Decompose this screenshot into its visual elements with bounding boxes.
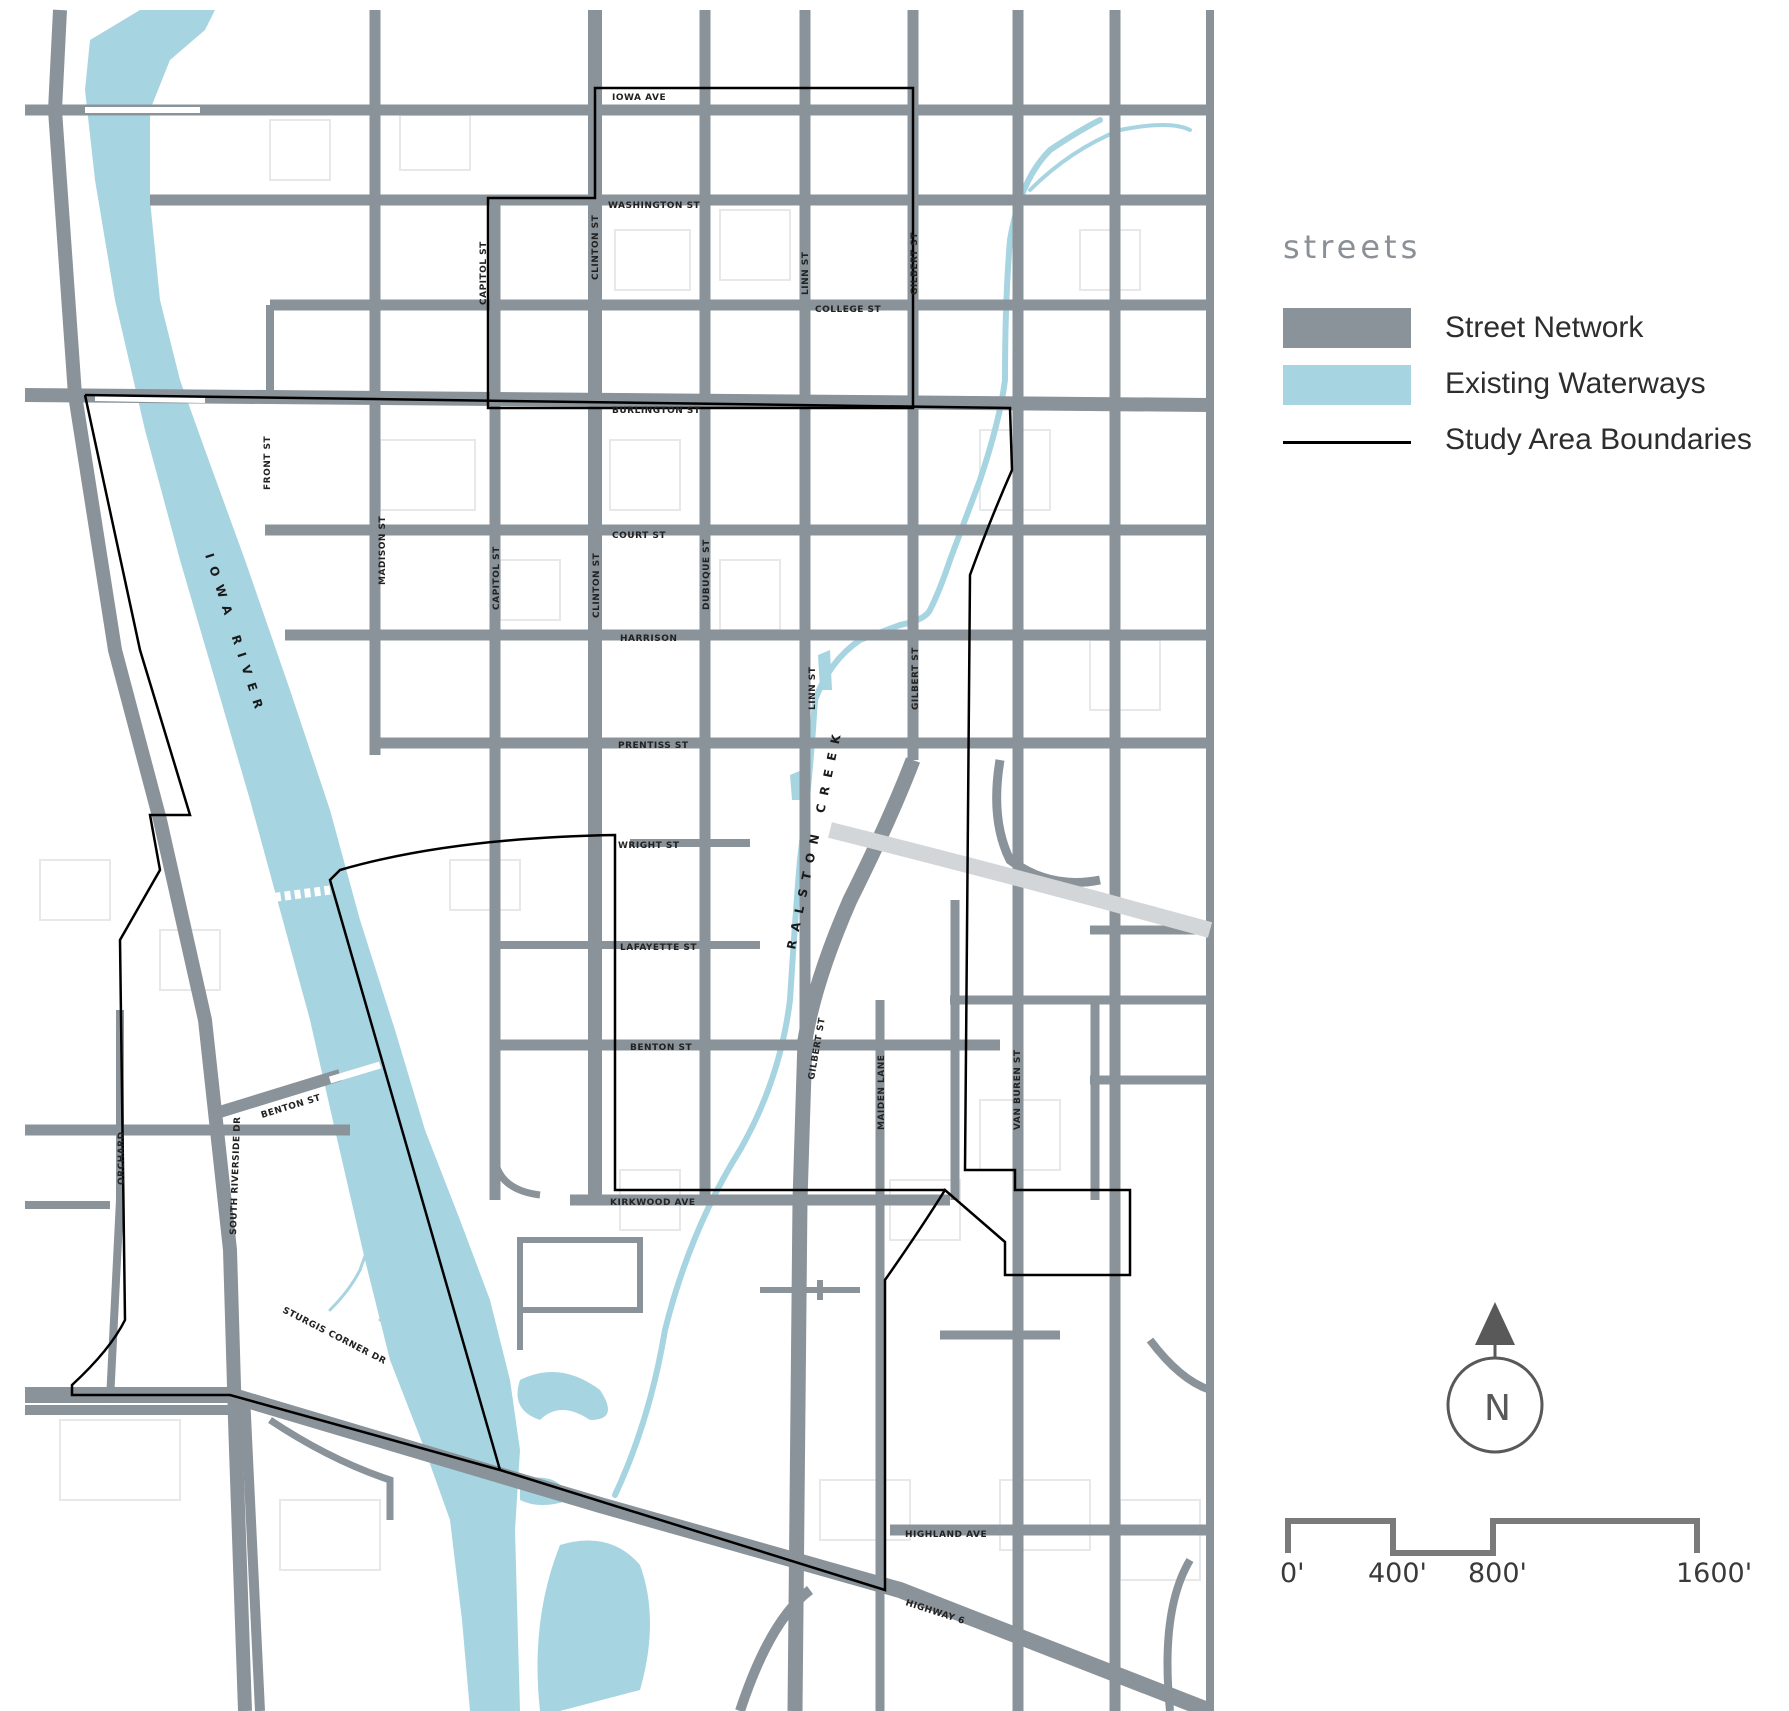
label-dubuque: DUBUQUE ST xyxy=(702,539,712,610)
label-kirkwood: KIRKWOOD AVE xyxy=(610,1198,696,1208)
scale-label-0: 0' xyxy=(1280,1558,1305,1589)
sturgis-channel xyxy=(378,1318,432,1362)
label-burlington: BURLINGTON ST xyxy=(612,406,701,416)
label-linn-s: LINN ST xyxy=(808,666,818,710)
label-south-riverside: SOUTH RIVERSIDE DR xyxy=(229,1116,243,1235)
bridges xyxy=(85,107,382,1084)
label-madison: MADISON ST xyxy=(378,515,388,585)
legend-label-waterways: Existing Waterways xyxy=(1445,367,1706,400)
label-maiden-lane: MAIDEN LANE xyxy=(877,1055,887,1130)
label-iowa-ave: IOWA AVE xyxy=(612,93,666,103)
iowa-river xyxy=(85,10,520,1711)
ralston-creek xyxy=(612,117,1103,1498)
label-capitol-s: CAPITOL ST xyxy=(492,546,502,610)
scale-label-400: 400' xyxy=(1368,1558,1427,1589)
scale-bar xyxy=(1285,1518,1700,1556)
label-wright: WRIGHT ST xyxy=(618,841,680,851)
label-court: COURT ST xyxy=(612,531,666,541)
label-van-buren: VAN BUREN ST xyxy=(1013,1049,1023,1130)
label-highland: HIGHLAND AVE xyxy=(905,1530,987,1540)
boundary-north xyxy=(486,86,915,410)
waterways-swatch xyxy=(1283,365,1411,405)
label-orchard: ORCHARD xyxy=(117,1131,127,1185)
label-gilbert-n: GILBERT ST xyxy=(910,232,920,295)
legend-label-street-network: Street Network xyxy=(1445,311,1644,344)
west-backwater xyxy=(328,1198,412,1312)
label-lafayette: LAFAYETTE ST xyxy=(620,943,697,953)
label-prentiss: PRENTISS ST xyxy=(618,741,689,751)
street-network-swatch xyxy=(1283,308,1411,348)
legend-item-street-network xyxy=(1283,308,1411,348)
legend-item-waterways xyxy=(1283,365,1411,405)
street-network xyxy=(24,9,1214,1711)
label-harrison: HARRISON xyxy=(620,634,677,644)
parcel-outlines xyxy=(39,114,1201,1581)
label-front: FRONT ST xyxy=(263,435,273,490)
boundary-central xyxy=(84,393,1132,1592)
label-college: COLLEGE ST xyxy=(815,305,882,315)
legend-item-boundaries xyxy=(1283,422,1411,462)
legend-title: streets xyxy=(1283,228,1422,266)
label-gilbert-m: GILBERT ST xyxy=(911,647,921,710)
legend-label-boundaries: Study Area Boundaries xyxy=(1445,423,1752,456)
scale-label-800: 800' xyxy=(1468,1558,1527,1589)
label-benton-east: BENTON ST xyxy=(630,1043,692,1053)
south-pond xyxy=(537,1540,650,1711)
scale-label-1600: 1600' xyxy=(1676,1558,1753,1589)
oxbow-pond xyxy=(517,1372,608,1420)
boundaries-swatch xyxy=(1283,440,1411,444)
boundary-west xyxy=(70,394,501,1472)
label-sturgis-corner: STURGIS CORNER DR xyxy=(281,1306,388,1367)
study-area-boundaries xyxy=(70,86,1132,1592)
north-arrow: N xyxy=(1446,1302,1544,1454)
railroad xyxy=(828,822,1213,938)
label-washington: WASHINGTON ST xyxy=(608,201,701,211)
label-clinton-n: CLINTON ST xyxy=(591,214,601,280)
label-linn-n: LINN ST xyxy=(801,251,811,295)
north-arrow-label: N xyxy=(1484,1388,1511,1429)
north-arrow-head-icon xyxy=(1475,1302,1515,1345)
label-clinton-s: CLINTON ST xyxy=(592,552,602,618)
label-capitol-n: CAPITOL ST xyxy=(479,241,489,305)
